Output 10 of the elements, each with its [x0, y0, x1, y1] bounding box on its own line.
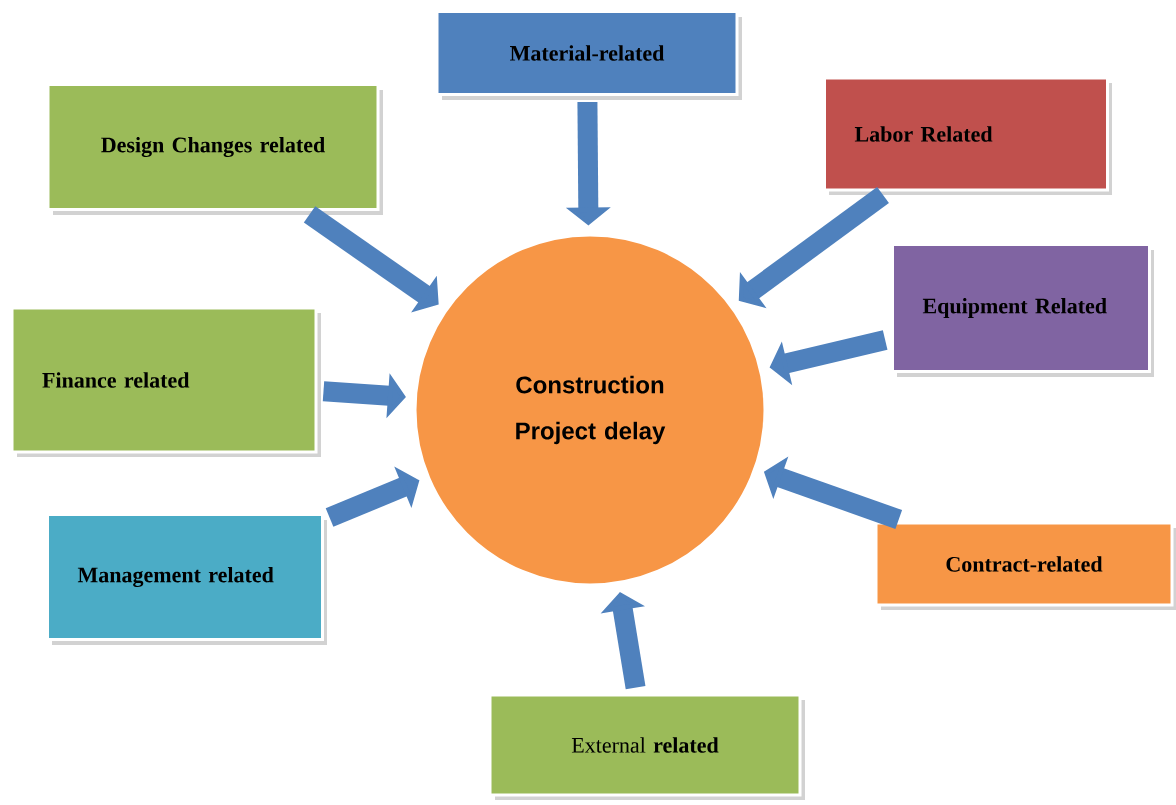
category-box: Design Changes related [46, 83, 380, 211]
category-box: Equipment Related [891, 243, 1151, 373]
category-box: External related [488, 693, 802, 797]
category-box: Management related [46, 513, 324, 641]
block-arrow [738, 186, 889, 309]
block-arrow [600, 592, 646, 690]
category-box: Contract-related [874, 521, 1174, 607]
category-box: Labor Related [823, 76, 1109, 192]
category-box: Material-related [435, 10, 739, 96]
category-box: Finance related [10, 306, 318, 454]
